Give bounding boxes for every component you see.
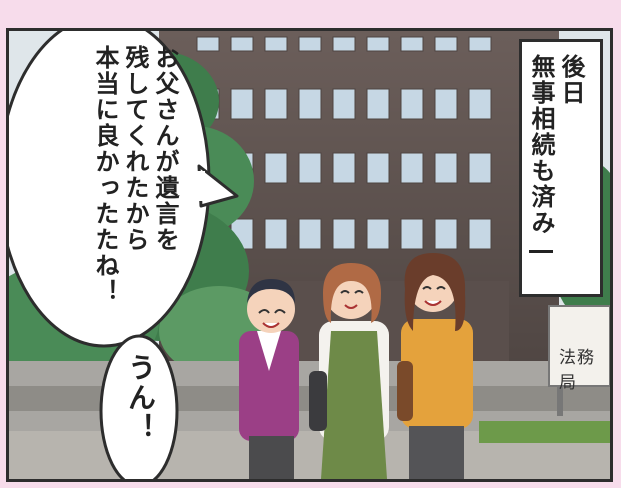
- speech-left-text: お父さんが遺言を 残してくれたから 本当に良かったたね！: [91, 45, 179, 305]
- panel-illustration: [9, 31, 610, 479]
- woman-right: [397, 253, 473, 479]
- caption-box: 後日 無事相続も済み―: [519, 39, 603, 297]
- woman-left: [239, 279, 299, 479]
- caption-text: 後日 無事相続も済み―: [527, 54, 585, 266]
- speech-right-text: うん！: [124, 353, 157, 443]
- manga-panel: お父さんが遺言を 残してくれたから 本当に良かったたね！ うん！ 後日 無事相続…: [6, 28, 613, 482]
- speech-bubble-right: [99, 334, 179, 479]
- sign-label: 法務局: [559, 348, 595, 393]
- building-sign: [548, 305, 610, 416]
- speech-bubble-left: [9, 31, 239, 348]
- woman-middle: [309, 263, 389, 479]
